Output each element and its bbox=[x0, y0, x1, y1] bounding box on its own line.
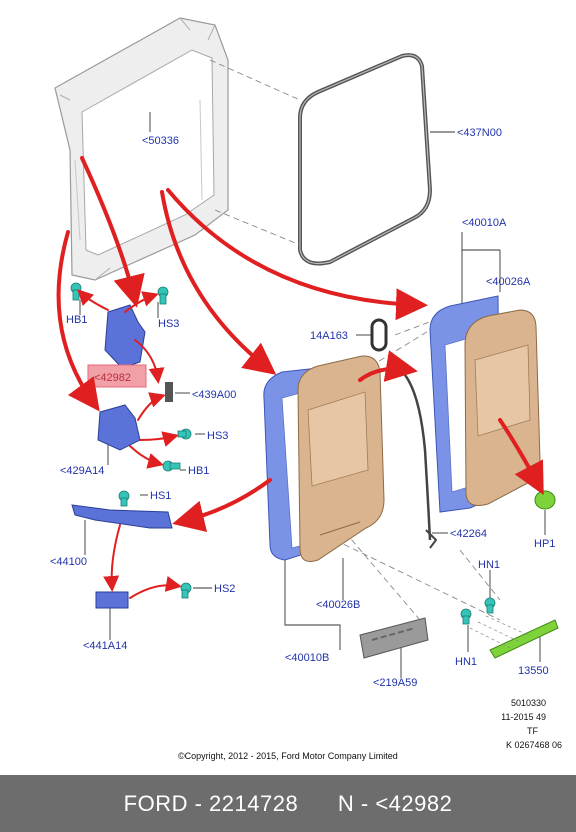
info-line-4: K 0267468 06 bbox=[506, 740, 562, 750]
info-line-1: 5010330 bbox=[511, 698, 546, 708]
label-40010A: <40010A bbox=[462, 217, 507, 229]
label-14A163: 14A163 bbox=[310, 330, 348, 342]
leader-lines bbox=[209, 59, 501, 621]
footer-ref: N - <42982 bbox=[337, 790, 453, 816]
label-HN1-bottom: HN1 bbox=[455, 656, 477, 668]
label-HS3-top: HS3 bbox=[158, 318, 179, 330]
label-42982: <42982 bbox=[94, 372, 131, 384]
label-40026A: <40026A bbox=[486, 276, 531, 288]
label-HS2: HS2 bbox=[214, 583, 235, 595]
plate-219A59 bbox=[359, 617, 429, 659]
label-HS1: HS1 bbox=[150, 490, 171, 502]
footer-part-number: 2214728 bbox=[209, 790, 299, 816]
door-40010A bbox=[429, 295, 541, 513]
footer-brand: FORD bbox=[123, 790, 188, 816]
label-HS3-mid: HS3 bbox=[207, 430, 228, 442]
label-439A00: <439A00 bbox=[192, 389, 236, 401]
door-40010B bbox=[263, 355, 385, 562]
label-437N00: <437N00 bbox=[457, 127, 502, 139]
bumper-14A163 bbox=[370, 318, 388, 352]
plug-HP1 bbox=[534, 490, 556, 510]
label-13550: 13550 bbox=[518, 665, 549, 677]
label-429A14: <429A14 bbox=[60, 465, 104, 477]
door-seal-437N00 bbox=[298, 53, 433, 266]
footer-gap bbox=[298, 791, 338, 817]
label-219A59: <219A59 bbox=[373, 677, 417, 689]
body-frame bbox=[54, 17, 229, 281]
bracket-441A14 bbox=[95, 591, 129, 609]
label-441A14: <441A14 bbox=[83, 640, 127, 652]
hinge-429A14 bbox=[97, 404, 141, 451]
arm-44100 bbox=[71, 504, 173, 529]
fasteners bbox=[70, 282, 496, 625]
label-50336: <50336 bbox=[142, 135, 179, 147]
weatherstrip-13550 bbox=[469, 615, 559, 659]
part-labels: <50336 <437N00 <40010A <40026A 14A163 HB… bbox=[50, 127, 555, 689]
direction-arrows bbox=[56, 156, 544, 532]
part-footer-bar: FORD - 2214728 N - <42982 bbox=[0, 775, 576, 832]
footer-separator: - bbox=[187, 790, 210, 816]
drawing-info-block: 5010330 11-2015 49 TF K 0267468 06 bbox=[501, 698, 562, 750]
pad-439A00 bbox=[165, 382, 173, 402]
parts-diagram: <50336 <437N00 <40010A <40026A 14A163 HB… bbox=[50, 17, 562, 761]
label-HB1-top: HB1 bbox=[66, 314, 87, 326]
label-HN1-top: HN1 bbox=[478, 559, 500, 571]
copyright-notice: ©Copyright, 2012 - 2015, Ford Motor Comp… bbox=[178, 751, 398, 761]
label-HB1-mid: HB1 bbox=[188, 465, 209, 477]
label-42264: <42264 bbox=[450, 528, 487, 540]
label-HP1: HP1 bbox=[534, 538, 555, 550]
check-strap-42264 bbox=[403, 374, 438, 549]
label-44100: <44100 bbox=[50, 556, 87, 568]
label-40026B: <40026B bbox=[316, 599, 360, 611]
small-arrows bbox=[77, 289, 182, 599]
label-40010B: <40010B bbox=[285, 652, 329, 664]
hinge-42982 bbox=[87, 304, 147, 388]
info-line-3: TF bbox=[527, 726, 538, 736]
info-line-2: 11-2015 49 bbox=[501, 712, 546, 722]
